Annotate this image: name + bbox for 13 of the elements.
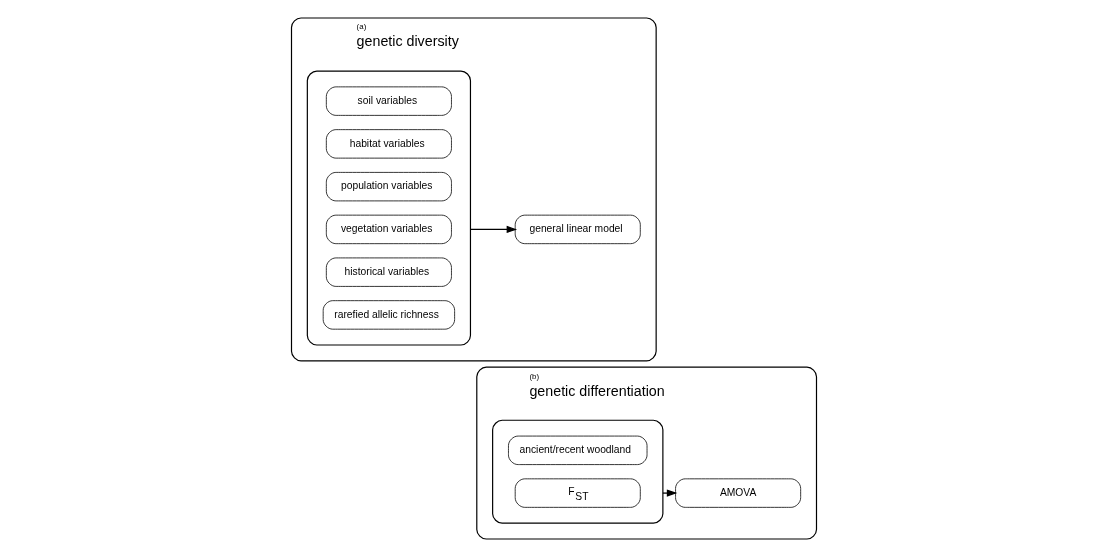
cluster [306,70,472,346]
node-box: general linear model [514,214,641,245]
arrow [662,489,678,497]
node-box: habitat variables [325,129,452,159]
node-box: soil variables [325,86,452,116]
node-box: historical variables [325,257,452,287]
node-box: AMOVA [675,478,802,508]
node-box: rarefied allelic richness [322,300,455,330]
cluster [492,419,664,524]
node-box: ancient/recent woodland [508,435,648,465]
node-box: population variables [325,172,452,202]
arrow [469,225,518,234]
node-box: vegetation variables [325,214,452,245]
